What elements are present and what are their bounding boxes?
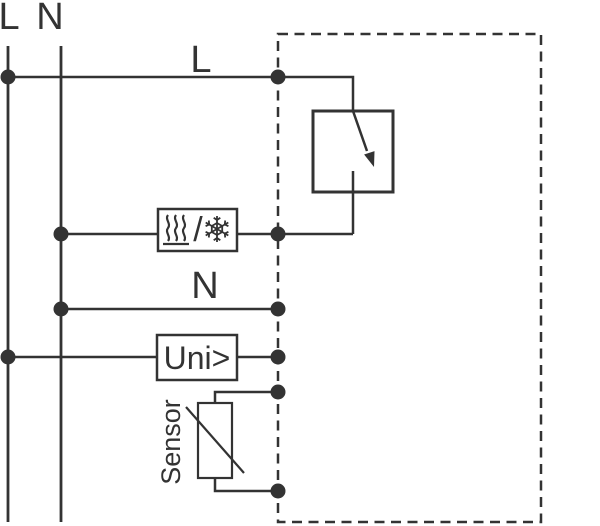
junction-dot bbox=[270, 226, 286, 242]
mode-separator: / bbox=[193, 211, 203, 249]
heat-wave-1 bbox=[165, 214, 171, 242]
relay-arrow-head bbox=[364, 151, 375, 167]
relay-contact-blade bbox=[351, 110, 369, 152]
junction-dot bbox=[270, 69, 286, 85]
junction-dots bbox=[0, 69, 286, 499]
junction-dot bbox=[270, 384, 286, 400]
l-wire-label: L bbox=[190, 39, 211, 81]
uni-output: Uni> bbox=[8, 333, 278, 382]
heating-waves-icon bbox=[163, 214, 189, 246]
heating-cooling-load: / bbox=[61, 207, 353, 253]
sensor-label: Sensor bbox=[156, 399, 186, 485]
sensor: Sensor bbox=[156, 390, 278, 493]
resistor-body bbox=[196, 401, 234, 480]
n-wire: N bbox=[61, 265, 278, 311]
uni-box bbox=[155, 333, 239, 382]
junction-dot bbox=[270, 483, 286, 499]
thermistor-resistor-icon bbox=[185, 401, 245, 480]
uni-label: Uni> bbox=[164, 340, 231, 376]
n-wire-label: N bbox=[191, 265, 218, 307]
sensor-wire-bottom bbox=[213, 478, 278, 493]
snowflake-icon bbox=[205, 216, 229, 242]
l-wire-line bbox=[8, 75, 355, 111]
snow-branches bbox=[205, 216, 229, 242]
junction-dot bbox=[270, 349, 286, 365]
junction-dot bbox=[0, 69, 16, 85]
junction-dot bbox=[0, 349, 16, 365]
device-boundary-icon bbox=[276, 32, 543, 524]
heat-wave-3 bbox=[181, 214, 187, 242]
junction-dot bbox=[270, 301, 286, 317]
relay-contact-icon bbox=[311, 109, 395, 234]
resistor-diagonal bbox=[185, 406, 245, 474]
heat-wave-2 bbox=[173, 214, 179, 242]
supply-lines bbox=[6, 46, 63, 522]
snow-hexagon bbox=[210, 221, 224, 237]
sensor-wire-top bbox=[213, 390, 278, 403]
junction-dot bbox=[53, 301, 69, 317]
load-box bbox=[156, 207, 239, 253]
junction-dot bbox=[53, 226, 69, 242]
l-wire: L bbox=[8, 39, 355, 111]
supply-l-label: L bbox=[0, 0, 20, 38]
supply-n-label: N bbox=[36, 0, 63, 38]
